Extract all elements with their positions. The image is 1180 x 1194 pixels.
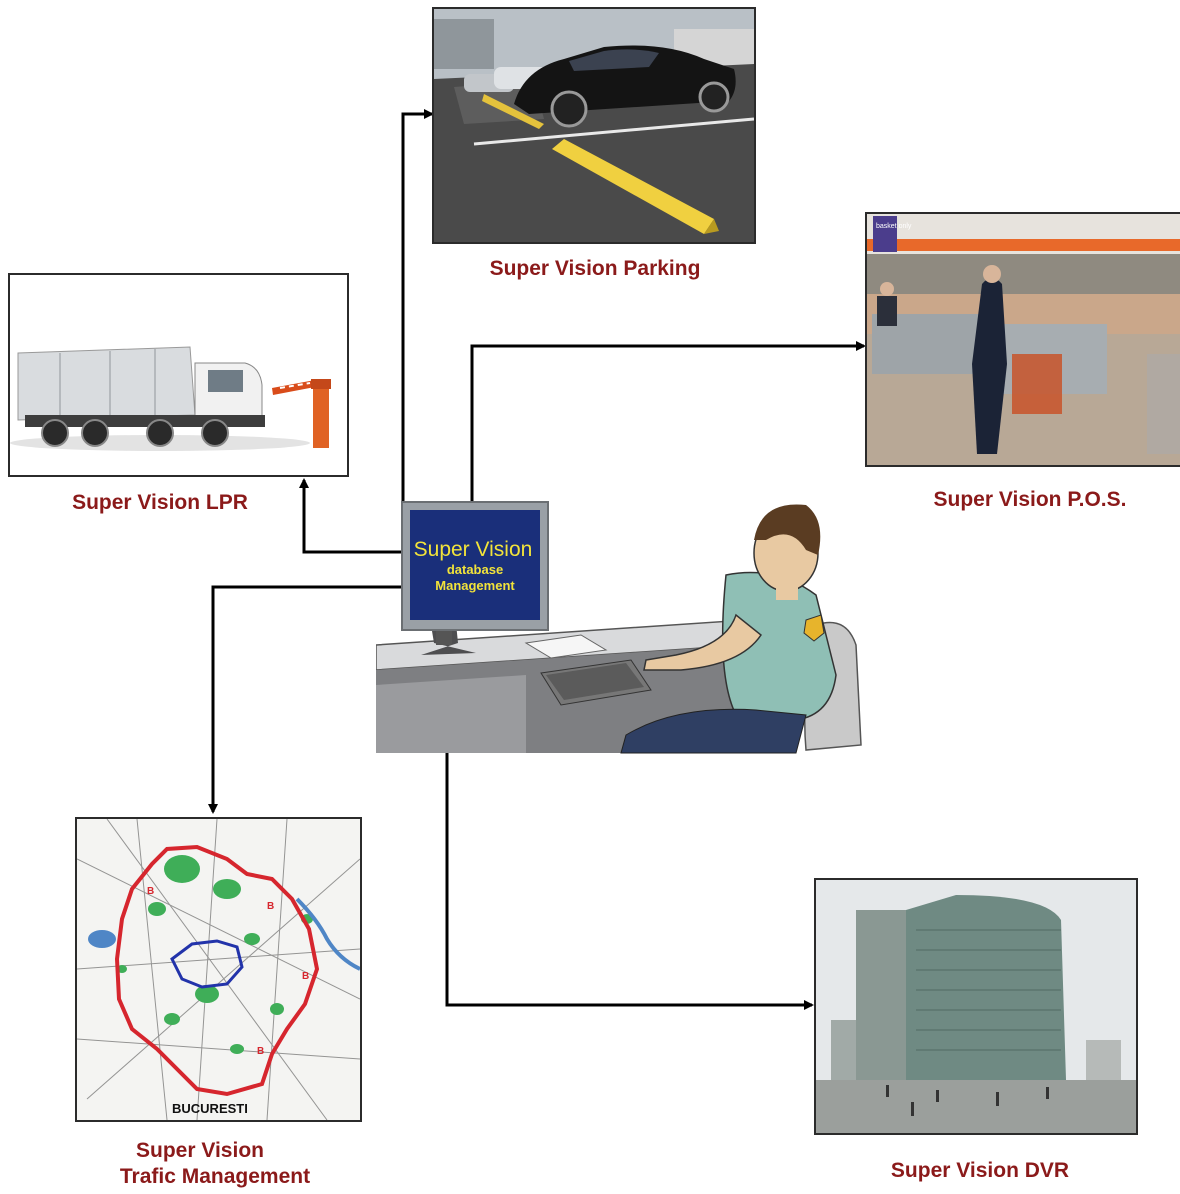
- map-city-label: BUCURESTI: [172, 1101, 248, 1116]
- monitor: Super Vision database Management: [401, 501, 549, 631]
- traffic-map-image: B B B B BUCURESTI: [75, 817, 362, 1122]
- monitor-title: Super Vision: [413, 538, 533, 561]
- dvr-caption: Super Vision DVR: [890, 1159, 1070, 1182]
- pos-image: basket only: [865, 212, 1180, 467]
- map-zone-marker: B: [302, 971, 309, 982]
- parking-caption: Super Vision Parking: [489, 257, 701, 280]
- dvr-image: [814, 878, 1138, 1135]
- traffic-caption-line2: Trafic Management: [119, 1165, 311, 1189]
- monitor-line2: database: [446, 562, 504, 577]
- pos-caption: Super Vision P.O.S.: [933, 488, 1127, 511]
- traffic-caption-line1: Super Vision: [136, 1139, 264, 1162]
- parking-image: [432, 7, 756, 244]
- arrow-to-lpr: [299, 478, 403, 554]
- monitor-line3: Management: [435, 578, 515, 593]
- map-zone-marker: B: [147, 886, 154, 897]
- map-zone-marker: B: [267, 901, 274, 912]
- arrow-to-parking: [401, 109, 434, 505]
- monitor-screen: Super Vision database Management: [410, 510, 540, 620]
- operator-scene: [376, 495, 876, 755]
- pos-shop-sign: basket only: [876, 223, 912, 230]
- arrow-to-traffic: [208, 585, 403, 814]
- map-zone-marker: B: [257, 1046, 264, 1057]
- lpr-image: [8, 273, 349, 477]
- lpr-caption: Super Vision LPR: [72, 491, 248, 514]
- arrow-to-pos: [470, 341, 866, 505]
- traffic-caption: Super Vision Trafic Management: [70, 1138, 360, 1191]
- arrow-to-dvr: [445, 650, 814, 1010]
